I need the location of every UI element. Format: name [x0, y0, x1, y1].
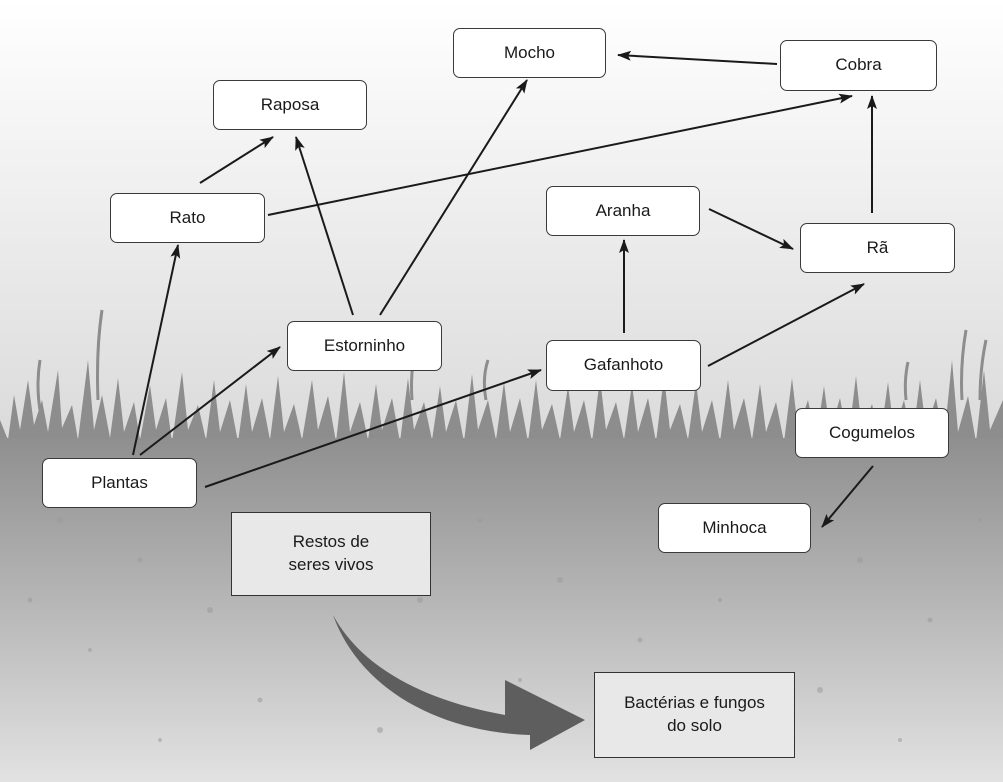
restos-line2: seres vivos: [288, 555, 374, 574]
node-restos-de-seres-vivos: Restos de seres vivos: [231, 512, 431, 596]
node-raposa: Raposa: [213, 80, 367, 130]
node-cobra: Cobra: [780, 40, 937, 91]
restos-line1: Restos de: [292, 532, 370, 552]
node-plantas: Plantas: [42, 458, 197, 508]
node-minhoca: Minhoca: [658, 503, 811, 553]
node-ra: Rã: [800, 223, 955, 273]
node-estorninho: Estorninho: [287, 321, 442, 371]
node-mocho: Mocho: [453, 28, 606, 78]
node-rato: Rato: [110, 193, 265, 243]
soil-speckles: [27, 517, 982, 742]
node-bacterias-e-fungos: Bactérias e fungos do solo: [594, 672, 795, 758]
bacterias-line1: Bactérias e fungos: [624, 693, 765, 713]
bacterias-line2: do solo: [667, 716, 722, 735]
node-gafanhoto: Gafanhoto: [546, 340, 701, 391]
node-cogumelos: Cogumelos: [795, 408, 949, 458]
decomposition-arrow: [333, 615, 585, 750]
node-aranha: Aranha: [546, 186, 700, 236]
